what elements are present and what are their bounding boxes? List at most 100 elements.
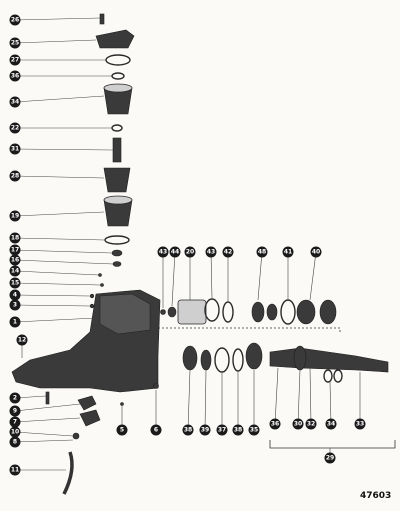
callout-badge: [282, 246, 294, 258]
callout-badge: [9, 143, 21, 155]
callout-number: 37: [218, 427, 226, 434]
callout-badge: [116, 424, 128, 436]
callout-badge: [205, 246, 217, 258]
callout-16: 16: [9, 254, 21, 266]
callout-15: 15: [9, 277, 21, 289]
callout-leader: [14, 211, 105, 217]
callout-number: 14: [11, 268, 19, 275]
callout-leader: [14, 317, 97, 323]
callout-number: 30: [294, 421, 302, 428]
hose-part: [62, 451, 74, 495]
callout-leader: [309, 367, 312, 425]
callout-28: 28: [9, 170, 21, 182]
callout-leader: [187, 369, 191, 431]
o-ring-part: [204, 298, 220, 322]
callout-33: 33: [354, 418, 366, 430]
callout-number: 27: [11, 57, 19, 64]
callout-badge: [9, 170, 21, 182]
callout-number: 6: [154, 427, 158, 434]
callout-number: 16: [11, 257, 19, 264]
housing-cap-part: [95, 29, 135, 49]
plate-part: [79, 409, 101, 427]
o-ring-part: [105, 54, 131, 66]
plug-part: [153, 383, 159, 389]
callout-number: 4: [13, 292, 17, 299]
callout-30: 30: [292, 418, 304, 430]
callout-leader: [14, 175, 105, 179]
callout-badge: [184, 246, 196, 258]
clutch-part: [245, 342, 263, 370]
callout-badge: [310, 246, 322, 258]
horizontal-stack-parts: [160, 298, 337, 325]
callout-badge: [325, 418, 337, 430]
callout-leader: [204, 369, 207, 431]
callout-43: 43: [205, 246, 217, 258]
callout-number: 36: [271, 421, 279, 428]
callout-number: 34: [327, 421, 335, 428]
callout-leader: [14, 259, 114, 265]
callout-number: 36: [11, 73, 19, 80]
callout-36: 36: [269, 418, 281, 430]
callout-badge: [9, 289, 21, 301]
callout-badge: [150, 424, 162, 436]
callout-number: 42: [224, 249, 232, 256]
callout-leader: [14, 17, 101, 21]
callout-layer: 2625273634223128191817161415431122971081…: [9, 14, 366, 476]
callout-43: 43: [157, 246, 169, 258]
callout-badge: [182, 424, 194, 436]
callout-number: 1: [13, 319, 17, 326]
callout-37: 37: [216, 424, 228, 436]
callout-badge: [9, 299, 21, 311]
callout-badge: [9, 436, 21, 448]
propeller-shaft-parts: [182, 342, 389, 383]
callout-badge: [9, 122, 21, 134]
callout-badge: [9, 405, 21, 417]
callout-41: 41: [282, 246, 294, 258]
callout-number: 22: [11, 125, 19, 132]
callout-badge: [222, 246, 234, 258]
callout-badge: [9, 232, 21, 244]
callout-badge: [232, 424, 244, 436]
callout-35: 35: [248, 424, 260, 436]
screw-part: [99, 13, 105, 25]
callout-38: 38: [182, 424, 194, 436]
callout-17: 17: [9, 244, 21, 256]
group-bracket: [269, 440, 396, 449]
callout-badge: [256, 246, 268, 258]
callout-number: 40: [312, 249, 320, 256]
lower-small-parts: [45, 383, 159, 495]
callout-badge: [9, 426, 21, 438]
pin-part: [45, 391, 50, 405]
callout-badge: [9, 14, 21, 26]
retainer-part: [111, 124, 123, 132]
callout-badge: [9, 416, 21, 428]
callout-badge: [9, 316, 21, 328]
callout-number: 31: [11, 146, 19, 153]
callout-leader: [329, 381, 332, 425]
callout-42: 42: [222, 246, 234, 258]
callout-number: 12: [18, 337, 26, 344]
callout-number: 25: [11, 40, 19, 47]
callout-31: 31: [9, 143, 21, 155]
callout-number: 38: [184, 427, 192, 434]
pinion-gear-part: [103, 167, 131, 193]
callout-number: 39: [201, 427, 209, 434]
callout-34: 34: [325, 418, 337, 430]
callout-leader: [14, 304, 91, 307]
callout-badge: [9, 392, 21, 404]
callout-badge: [157, 246, 169, 258]
anode-part: [77, 395, 97, 411]
callout-32: 32: [305, 418, 317, 430]
callout-44: 44: [169, 246, 181, 258]
callout-number: 43: [159, 249, 167, 256]
callout-badge: [9, 37, 21, 49]
washer-part: [111, 249, 123, 257]
callout-29: 29: [324, 452, 336, 464]
bearing-carrier-part: [177, 299, 207, 325]
callout-10: 10: [9, 426, 21, 438]
callout-badge: [9, 96, 21, 108]
callout-22: 22: [9, 122, 21, 134]
callout-7: 7: [9, 416, 21, 428]
callout-badge: [269, 418, 281, 430]
